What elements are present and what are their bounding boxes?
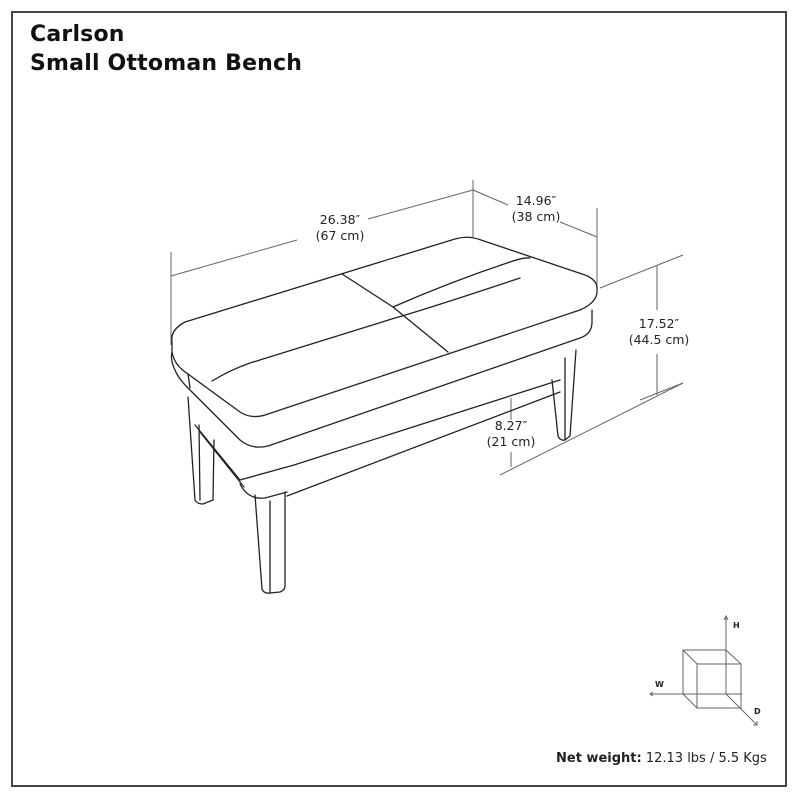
depth-metric: (38 cm) xyxy=(511,209,561,224)
net-weight: Net weight: 12.13 lbs / 5.5 Kgs xyxy=(556,751,767,766)
depth-imperial: 14.96″ xyxy=(515,193,557,208)
clearance-metric: (21 cm) xyxy=(486,434,536,449)
bench-outline xyxy=(170,236,598,594)
product-type: Small Ottoman Bench xyxy=(30,51,303,76)
net-weight-value: 12.13 lbs / 5.5 Kgs xyxy=(645,751,767,766)
width-dimension-label: 26.38″ (67 cm) xyxy=(305,212,375,244)
axis-label-depth: D xyxy=(754,707,761,716)
net-weight-label: Net weight: xyxy=(556,751,642,766)
clearance-dimension-label: 8.27″ (21 cm) xyxy=(480,418,542,450)
axis-label-width: W xyxy=(655,680,664,689)
product-name: Carlson xyxy=(30,22,125,47)
height-metric: (44.5 cm) xyxy=(628,332,690,347)
width-imperial: 26.38″ xyxy=(319,212,361,227)
page-frame xyxy=(11,11,787,787)
clearance-imperial: 8.27″ xyxy=(494,418,528,433)
axes-cube-icon xyxy=(649,614,758,726)
axis-label-height: H xyxy=(733,621,740,630)
height-dimension-label: 17.52″ (44.5 cm) xyxy=(624,316,694,348)
dimension-lines xyxy=(170,180,684,476)
height-imperial: 17.52″ xyxy=(638,316,680,331)
width-metric: (67 cm) xyxy=(315,228,365,243)
product-title: Carlson Small Ottoman Bench xyxy=(30,20,302,78)
depth-dimension-label: 14.96″ (38 cm) xyxy=(497,193,575,225)
